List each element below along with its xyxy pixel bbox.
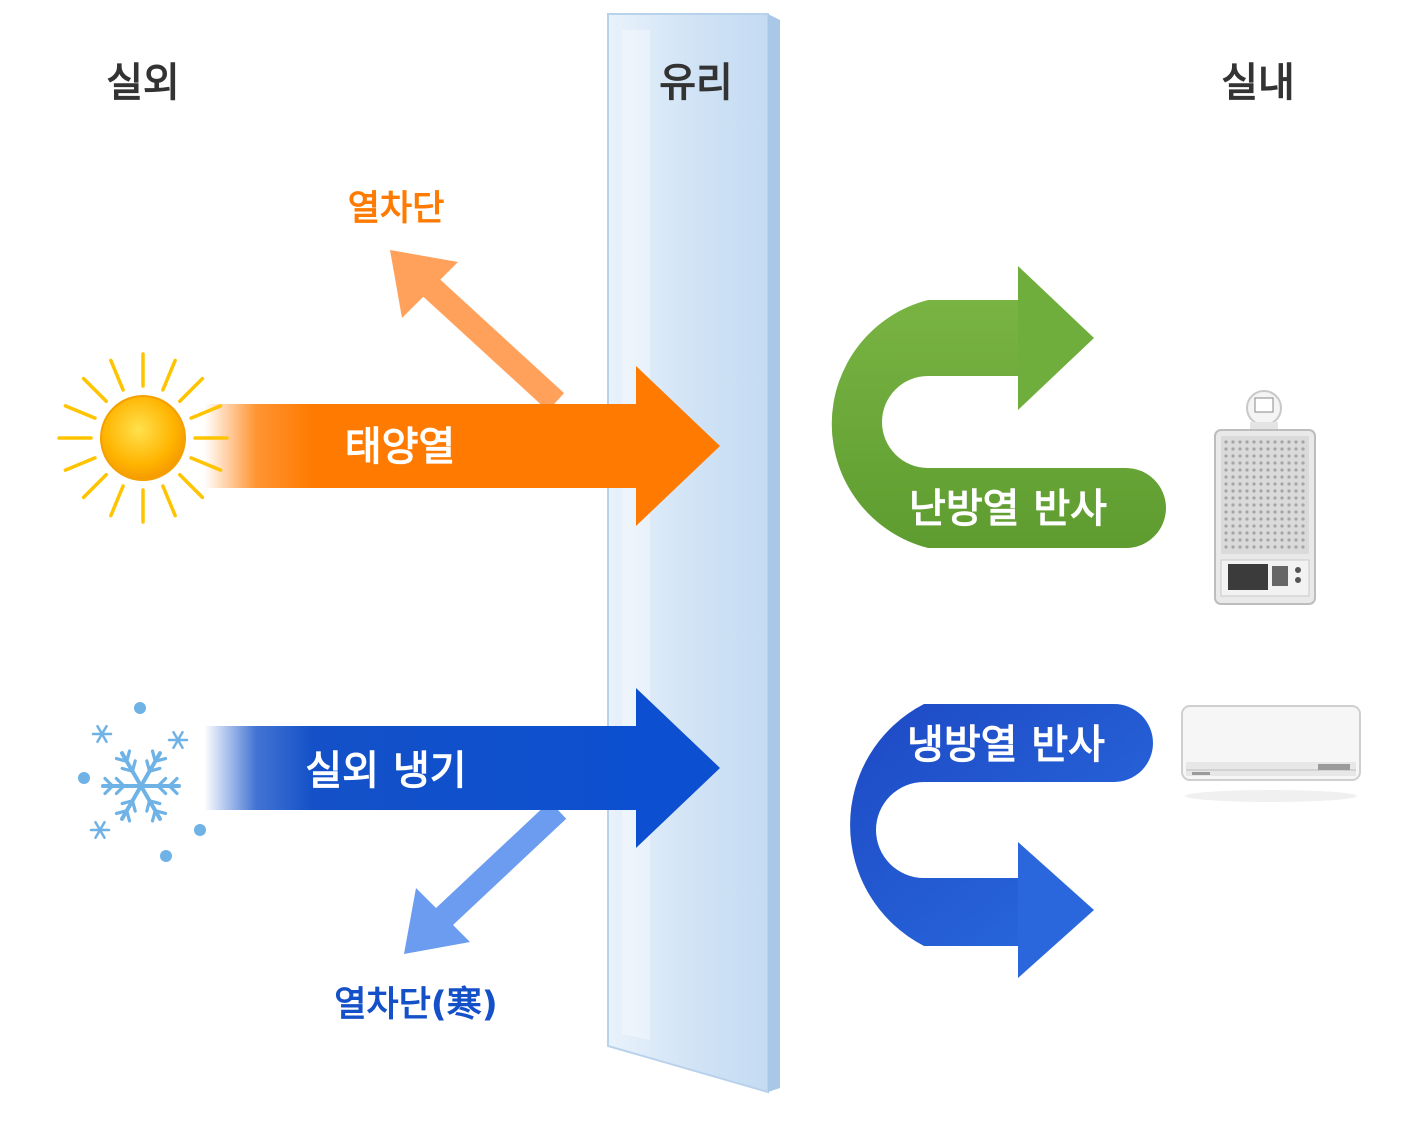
sun-icon — [57, 352, 229, 524]
label-cooling-reflect: 냉방열 반사 — [907, 722, 1105, 768]
glass-pane — [607, 13, 780, 1094]
cooling-reflect-arrow — [850, 704, 1153, 978]
header-indoor: 실내 — [1221, 60, 1295, 106]
header-outdoor: 실외 — [106, 60, 180, 106]
heater-icon — [1214, 390, 1316, 605]
label-cold-block: 열차단(寒) — [334, 985, 498, 1025]
air-conditioner-icon — [1181, 705, 1361, 802]
header-glass: 유리 — [659, 60, 733, 106]
label-heating-reflect: 난방열 반사 — [909, 486, 1107, 532]
snowflake-icon — [78, 702, 206, 862]
heating-reflect-arrow — [831, 266, 1166, 548]
solar-heat-arrow — [204, 366, 720, 526]
label-heat-block: 열차단 — [348, 189, 445, 229]
label-solar-heat: 태양열 — [345, 424, 455, 470]
outdoor-cold-arrow — [204, 688, 720, 848]
cold-block-arrow — [404, 801, 567, 954]
heat-block-arrow — [390, 250, 565, 411]
label-outdoor-cold: 실외 냉기 — [305, 748, 466, 794]
